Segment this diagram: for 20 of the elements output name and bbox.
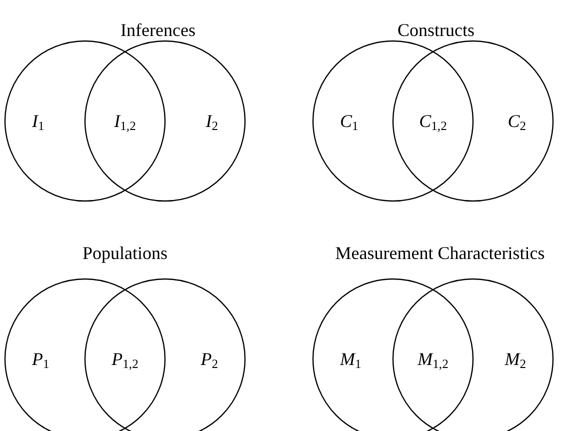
venn-circle [4,40,166,202]
venn-title: Measurement Characteristics [335,244,545,262]
region-label: C$_{1}$ [340,112,358,130]
region-label: I$_{1,2}$ [114,112,136,130]
region-label: P$_{2}$ [200,350,218,368]
venn-circle [312,40,474,202]
region-label: I$_{1}$ [32,112,44,130]
region-label: P$_{1,2}$ [112,350,138,368]
region-label: C$_{2}$ [508,112,526,130]
region-label: M$_{1,2}$ [418,350,448,368]
venn-circle [84,40,246,202]
region-label: P$_{1}$ [32,350,50,368]
region-label: M$_{2}$ [504,350,526,368]
region-label: M$_{1}$ [340,350,362,368]
region-label: I$_{2}$ [206,112,218,130]
venn-title: Constructs [398,21,474,39]
venn-title: Populations [82,244,168,262]
venn-title: Inferences [120,21,196,39]
venn-circle [392,40,554,202]
region-label: C$_{1,2}$ [419,112,447,130]
